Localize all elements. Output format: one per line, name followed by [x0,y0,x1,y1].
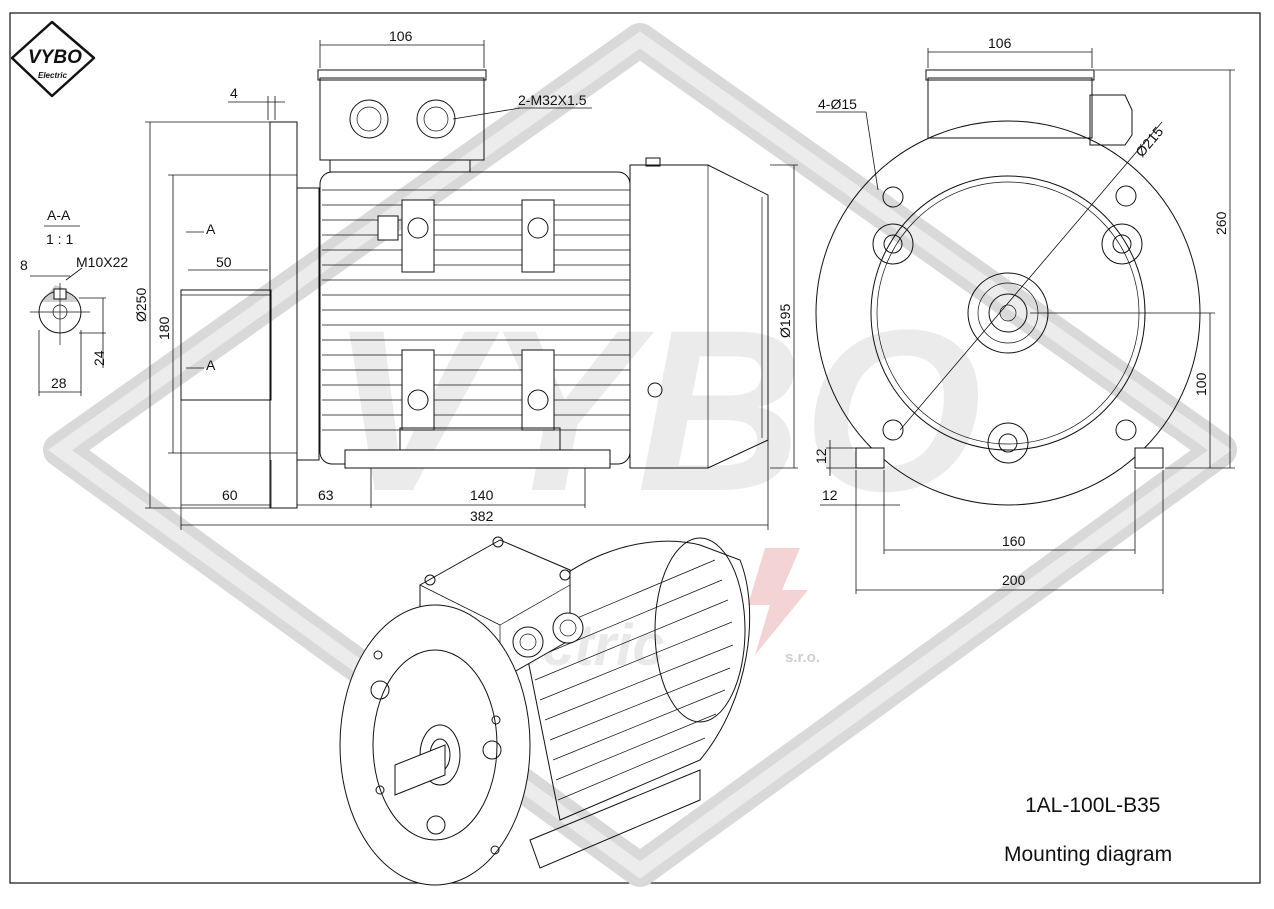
logo-sub: Electric [38,71,67,80]
side-spigot-diameter: 180 [156,316,172,340]
section-scale: 1 : 1 [46,231,73,247]
logo-text: VYBO [28,47,82,68]
end-pcd: Ø215 [1132,123,1166,160]
watermark: VYBO Electric s.r.o. [43,23,1237,887]
section-thread: M10X22 [76,254,128,270]
cooling-fins [322,189,630,431]
section-a-a: A-A 1 : 1 8 M10X22 24 28 [20,207,128,396]
side-body-diameter: Ø195 [777,304,793,338]
brand-logo: VYBO Electric [10,20,96,98]
section-mark-bottom: A [206,357,216,373]
watermark-suffix: s.r.o. [785,649,820,666]
side-overall-length: 382 [470,508,494,524]
section-key-height: 24 [91,350,107,366]
side-terminal-box-width: 106 [389,28,413,44]
isometric-view [339,536,751,886]
end-shaft-height: 100 [1193,372,1209,396]
watermark-bolt-icon [748,548,808,655]
side-gland-thread: 2-M32X1.5 [518,92,587,108]
end-hole-callout: 4-Ø15 [818,96,857,112]
end-view: Ø215 4-Ø15 106 260 100 12 12 160 200 [813,35,1235,594]
end-foot-hole-spacing: 160 [1002,533,1026,549]
side-shaft-length: 50 [216,254,232,270]
end-foot-edge: 12 [822,487,838,503]
side-flange-diameter: Ø250 [133,288,149,322]
end-overall-height: 260 [1213,211,1229,235]
end-foot-thickness: 12 [813,448,829,464]
side-dim-63: 63 [318,487,334,503]
section-mark-top: A [206,221,216,237]
end-terminal-box-width: 106 [988,35,1012,51]
side-dim-60: 60 [222,487,238,503]
side-view: A A 106 2-M32X1.5 4 Ø250 180 50 Ø195 [133,28,798,530]
diagram-caption: Mounting diagram [1004,843,1172,866]
model-number: 1AL-100L-B35 [1025,794,1160,817]
section-keyway-width: 8 [20,257,28,273]
end-foot-width: 200 [1002,572,1026,588]
section-shaft-diameter: 28 [51,375,67,391]
side-flange-thickness: 4 [230,85,238,101]
side-dim-140: 140 [470,487,494,503]
section-name: A-A [47,207,71,223]
